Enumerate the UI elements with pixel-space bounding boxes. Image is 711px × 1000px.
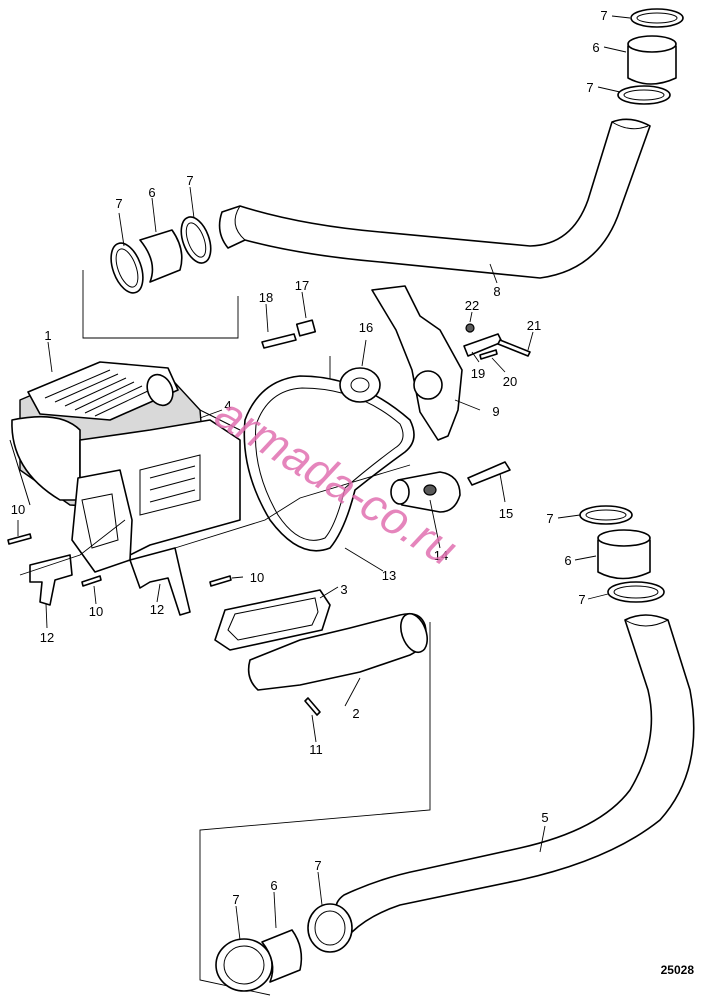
nut-22 (465, 323, 475, 333)
callout-14: 14 (434, 548, 448, 563)
gasket-3 (214, 589, 331, 651)
spacer-17 (295, 319, 317, 337)
callout-21: 21 (527, 318, 541, 333)
leader-lines (17, 15, 631, 941)
callout-2: 2 (352, 706, 359, 721)
hose-8 (218, 118, 651, 279)
callout-19: 19 (471, 366, 485, 381)
bolt-10-c (209, 575, 232, 587)
callout-20: 20 (503, 374, 517, 389)
right-hose-clamps (579, 505, 665, 603)
bracket-12-right (129, 547, 191, 616)
callout-12: 12 (40, 630, 54, 645)
idler-pulley-16 (339, 367, 381, 403)
bolt-20 (479, 349, 498, 360)
hose-clamp-right-b (607, 581, 665, 603)
callout-7: 7 (314, 858, 321, 873)
callout-4: 4 (224, 398, 231, 413)
bottom-hose-clamps (215, 903, 353, 992)
callout-6: 6 (148, 185, 155, 200)
callout-8: 8 (493, 284, 500, 299)
bolt-10-b (81, 575, 102, 587)
drive-belt-13 (243, 375, 415, 552)
callout-10: 10 (89, 604, 103, 619)
hose-clamp-right-a (579, 505, 633, 525)
drawing-number: 25028 (661, 963, 695, 977)
bolt-18 (261, 333, 297, 349)
hose-clamp-left-b (180, 216, 212, 264)
bolt-11 (304, 697, 321, 716)
callout-6: 6 (592, 40, 599, 55)
callout-10: 10 (11, 502, 25, 517)
callout-7: 7 (600, 8, 607, 23)
callout-16: 16 (359, 320, 373, 335)
hose-clamp-top (630, 8, 684, 28)
callout-18: 18 (259, 290, 273, 305)
hose-sleeve-bottom (261, 929, 303, 983)
hose-clamp-top-lower (617, 85, 671, 105)
hose-clamp-left-a (110, 242, 144, 294)
callout-22: 22 (465, 298, 479, 313)
callout-6: 6 (270, 878, 277, 893)
callout-12: 12 (150, 602, 164, 617)
callout-labels: 7 6 7 7 6 7 8 1 4 16 17 18 22 21 19 20 9… (11, 8, 608, 907)
callout-13: 13 (382, 568, 396, 583)
bolt-21 (497, 339, 531, 357)
callout-7: 7 (578, 592, 585, 607)
callout-9: 9 (492, 404, 499, 419)
callout-3: 3 (340, 582, 347, 597)
callout-15: 15 (499, 506, 513, 521)
callout-11: 11 (309, 742, 323, 757)
callout-7: 7 (115, 196, 122, 211)
left-hose-clamps (110, 216, 212, 294)
hose-sleeve-left (139, 229, 183, 283)
top-hose-clamps (617, 8, 684, 105)
callout-6: 6 (564, 553, 571, 568)
callout-7: 7 (186, 173, 193, 188)
callout-7: 7 (586, 80, 593, 95)
callout-5: 5 (541, 810, 548, 825)
bolt-10-a (7, 533, 32, 545)
tensioner-bracket-9 (371, 285, 463, 441)
callout-7: 7 (546, 511, 553, 526)
charge-air-cooler (9, 361, 241, 573)
bolt-15 (467, 461, 511, 486)
callout-17: 17 (295, 278, 309, 293)
callout-10: 10 (250, 570, 264, 585)
bracket-12-left (29, 554, 73, 606)
callout-1: 1 (44, 328, 51, 343)
callout-7: 7 (232, 892, 239, 907)
